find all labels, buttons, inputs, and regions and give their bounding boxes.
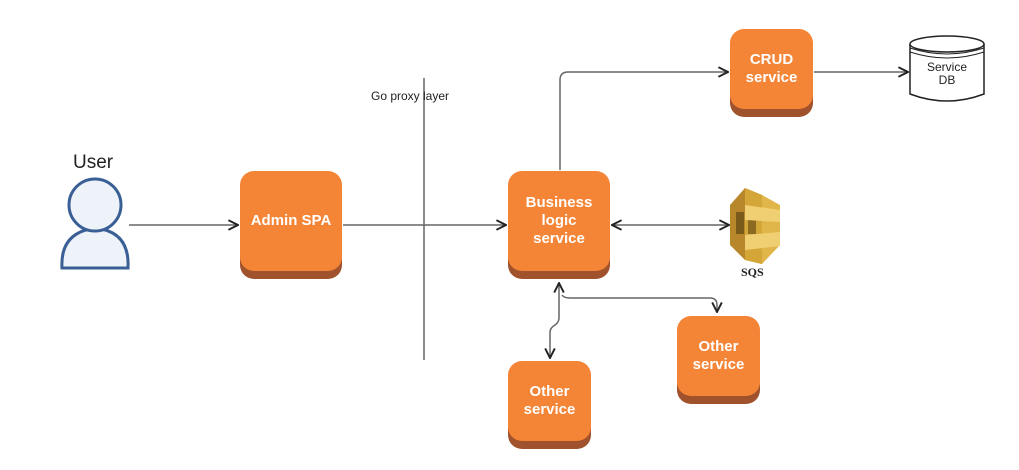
proxy-layer-label: Go proxy layer	[371, 89, 450, 103]
node-business-logic-service[interactable]: Business logic service	[508, 171, 610, 271]
node-crud-service[interactable]: CRUD service	[730, 29, 813, 109]
sqs-label: SQS	[741, 265, 764, 279]
edge-business-other-right	[561, 294, 717, 312]
sqs-icon	[730, 188, 780, 264]
edge-business-other-bottom	[550, 283, 559, 358]
user-label: User	[73, 152, 114, 173]
service-db-label: Service DB	[926, 60, 967, 87]
node-other-service-bottom[interactable]: Other service	[508, 361, 591, 441]
user-icon	[60, 177, 130, 270]
node-admin-spa[interactable]: Admin SPA	[240, 171, 342, 271]
edge-business-crud	[559, 72, 728, 170]
database-icon	[909, 35, 985, 102]
node-other-service-right[interactable]: Other service	[677, 316, 760, 396]
